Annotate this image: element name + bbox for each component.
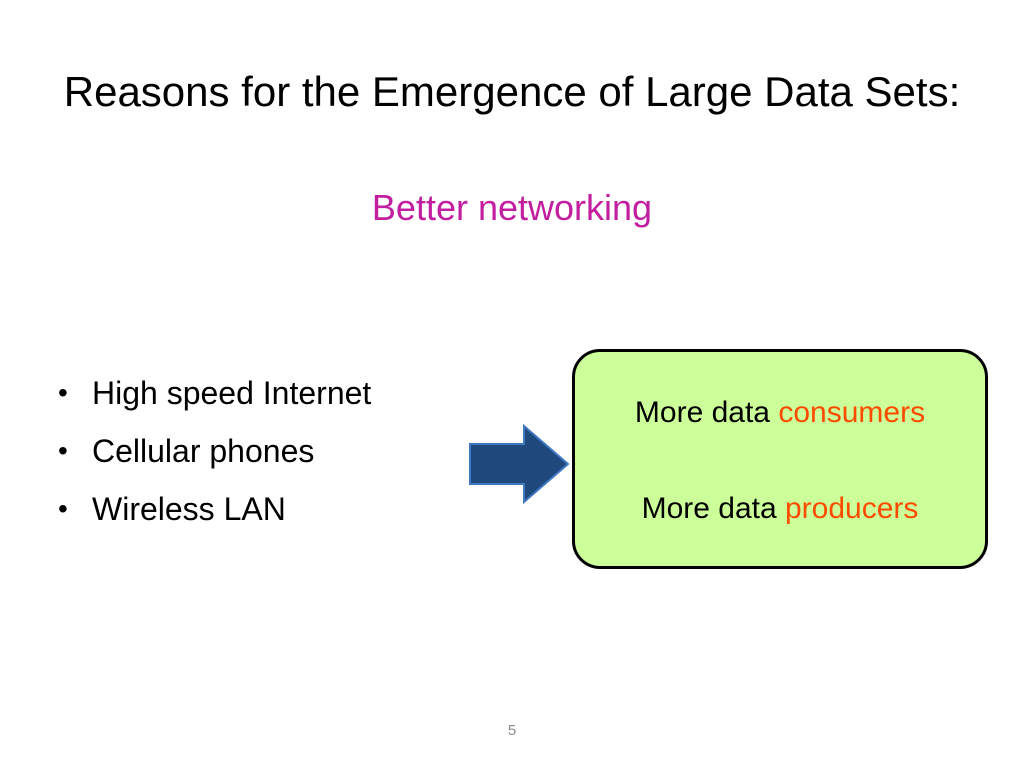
bullet-icon: • (58, 493, 68, 524)
line-prefix: More data (634, 396, 770, 429)
bullet-item: • Cellular phones (52, 422, 472, 480)
bullet-label: Cellular phones (92, 433, 315, 469)
producers-line: More data producers (575, 492, 985, 526)
producers-highlight: producers (785, 492, 919, 525)
bullet-list: • High speed Internet • Cellular phones … (52, 364, 472, 538)
bullet-label: Wireless LAN (92, 491, 286, 527)
consumers-highlight: consumers (778, 396, 926, 429)
bullet-icon: • (58, 435, 68, 466)
page-number: 5 (507, 722, 517, 739)
line-prefix: More data (641, 492, 777, 525)
consumers-line: More data consumers (575, 396, 985, 430)
bullet-icon: • (58, 377, 68, 408)
callout-box: More data consumers More data producers (572, 349, 988, 569)
slide-title: Reasons for the Emergence of Large Data … (63, 68, 961, 115)
slide-subtitle: Better networking (371, 187, 653, 228)
bullet-item: • Wireless LAN (52, 480, 472, 538)
bullet-label: High speed Internet (92, 375, 372, 411)
right-arrow-icon (469, 424, 570, 504)
bullet-item: • High speed Internet (52, 364, 472, 422)
arrow-shape (469, 424, 570, 504)
